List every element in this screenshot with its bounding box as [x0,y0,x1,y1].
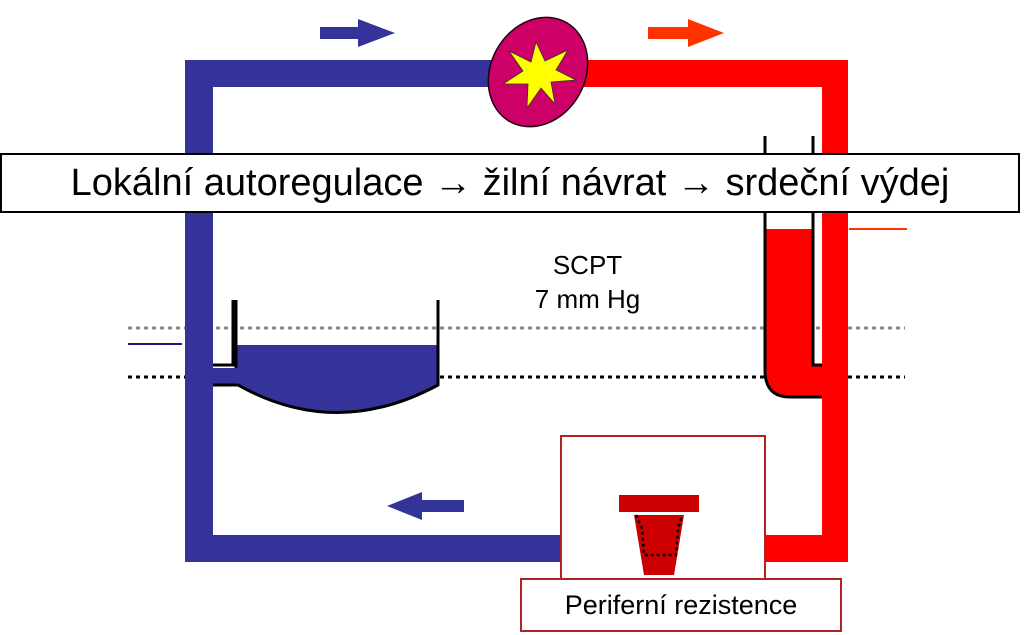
venous-reservoir-fluid [213,345,438,413]
pressure-label-value: 7 mm Hg [534,284,641,314]
venous-reservoir-outline [213,300,235,367]
venous-reservoir-wall [213,300,440,414]
pressure-label: SCPT 7 mm Hg [500,248,675,316]
title-banner: Lokální autoregulace → žilní návrat → sr… [0,153,1020,213]
resistance-label: Periferní rezistence [564,589,798,620]
heart-pump-icon [487,16,589,128]
arterial-column-fluid [765,229,822,397]
arrow-left-icon [387,492,464,520]
arrow-right-icon [648,19,724,47]
title-text: Lokální autoregulace → žilní návrat → sr… [70,161,950,204]
pressure-label-name: SCPT [552,250,623,280]
resistance-label-box: Periferní rezistence [520,578,842,632]
resistance-box [560,435,766,580]
arrow-right-icon [320,19,395,47]
resistance-valve-icon [619,495,699,575]
